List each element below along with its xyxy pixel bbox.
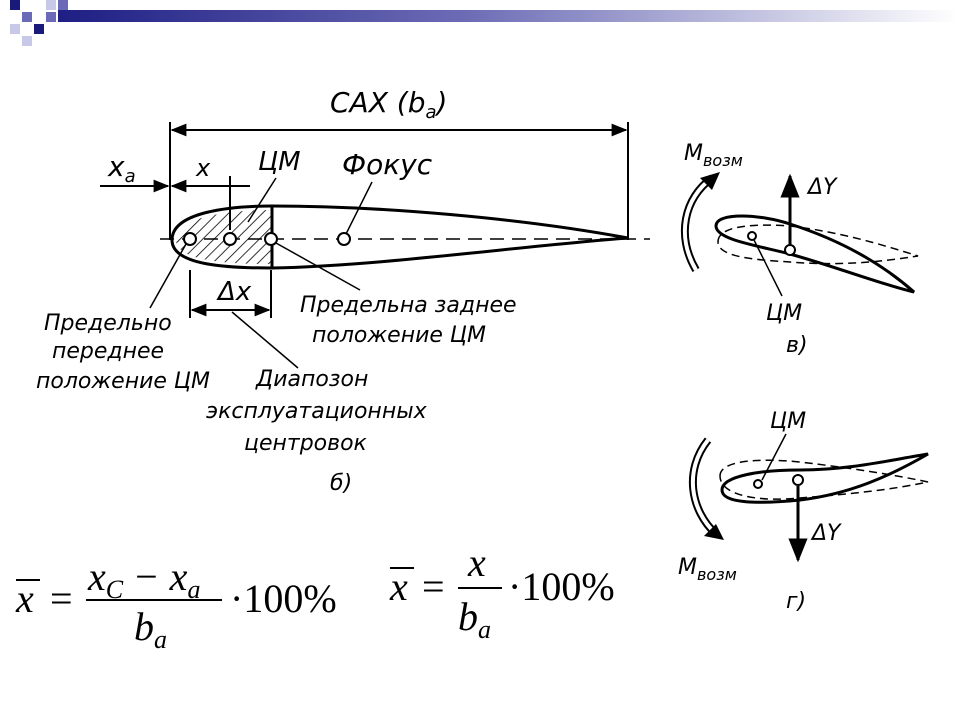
cax-label: САХ (ba): [330, 86, 447, 123]
svg-text:Mвозм: Mвозм: [684, 141, 743, 170]
svg-text:ba: ba: [458, 594, 491, 644]
front-limit-text: Предельно переднее положение ЦМ: [36, 311, 210, 394]
svg-text:ba: ba: [134, 604, 167, 654]
formula-2: x = x ba ·100%: [389, 540, 615, 644]
range-leader: [231, 311, 299, 369]
svg-text:=: =: [50, 576, 73, 621]
dx-dimension: [189, 270, 272, 318]
svg-text:ΔY: ΔY: [810, 521, 842, 546]
svg-text:·100%: ·100%: [508, 564, 615, 609]
svg-text:x: x: [389, 564, 408, 609]
front-limit-leader: [149, 243, 187, 309]
svg-text:Mвозм: Mвозм: [678, 555, 737, 584]
rear-limit-leader: [275, 242, 361, 291]
svg-text:·100%: ·100%: [230, 576, 337, 621]
cm-label: ЦМ: [258, 147, 301, 177]
formula-1: x = xC−xa ba ·100%: [15, 554, 337, 654]
svg-text:эксплуатационных: эксплуатационных: [206, 399, 428, 424]
svg-text:Предельна заднее: Предельна заднее: [300, 293, 517, 318]
range-text: Диапозон эксплуатационных центровок: [206, 367, 428, 456]
focus-label: Фокус: [342, 148, 433, 181]
svg-text:x: x: [467, 540, 486, 585]
fig-v-group: Mвозм ΔY ЦМ в): [680, 141, 919, 358]
svg-text:ΔY: ΔY: [806, 175, 838, 200]
svg-text:ЦМ: ЦМ: [766, 301, 802, 326]
svg-text:xC−xa: xC−xa: [87, 554, 200, 604]
svg-text:переднее: переднее: [52, 339, 164, 364]
fig-b-label: б): [330, 471, 352, 496]
main-airfoil: [160, 204, 650, 270]
xa-label: xa: [107, 150, 136, 187]
svg-text:положение ЦМ: положение ЦМ: [312, 323, 486, 348]
fig-g-group: ЦМ ΔY Mвозм г): [678, 409, 929, 614]
svg-text:в): в): [786, 333, 808, 358]
svg-text:положение ЦМ: положение ЦМ: [36, 369, 210, 394]
svg-text:=: =: [422, 564, 445, 609]
slide-corner-decoration: [10, 0, 958, 46]
dx-label: Δx: [216, 277, 252, 307]
svg-text:г): г): [786, 589, 806, 614]
svg-text:Диапозон: Диапозон: [255, 367, 368, 392]
x-label: x: [195, 154, 211, 182]
svg-text:ЦМ: ЦМ: [770, 409, 806, 434]
svg-text:x: x: [15, 576, 34, 621]
svg-text:Предельно: Предельно: [44, 311, 172, 336]
cax-dimension: [169, 122, 629, 240]
rear-limit-text: Предельна заднее положение ЦМ: [300, 293, 517, 348]
svg-text:центровок: центровок: [244, 431, 368, 456]
